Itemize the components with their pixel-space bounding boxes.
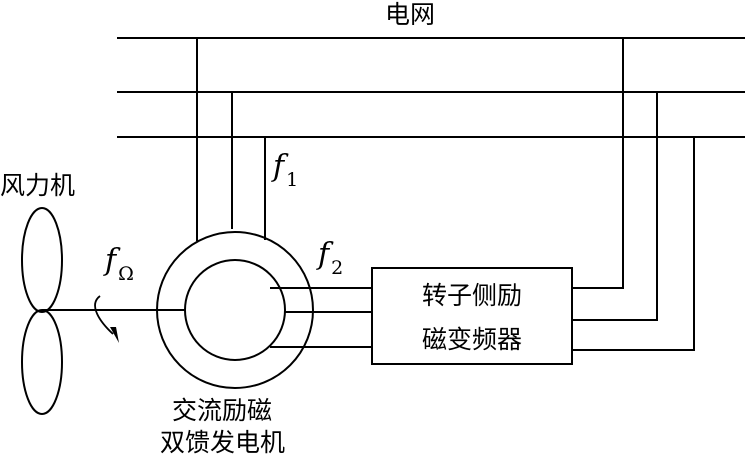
- turbine-label: 风力机: [0, 171, 76, 200]
- converter-grid-lead-2: [572, 92, 658, 321]
- converter-grid-lead-3: [572, 137, 695, 351]
- converter-grid-lead-1: [572, 38, 624, 289]
- generator-label-line1: 交流励磁: [172, 396, 273, 425]
- stator-frequency-subscript: 1: [286, 169, 299, 191]
- generator-rotor: [184, 259, 286, 361]
- shaft-frequency-subscript: Ω: [118, 263, 134, 285]
- stator-frequency-symbol: f: [273, 149, 285, 184]
- rotation-arrowhead: [110, 327, 119, 343]
- converter-label-line1: 转子侧励: [421, 281, 522, 310]
- shaft-frequency-symbol: f: [105, 243, 117, 278]
- grid-label: 电网: [385, 0, 436, 29]
- rotor-frequency-subscript: 2: [331, 257, 344, 279]
- rotation-arrow: [94, 295, 114, 335]
- converter-box: [371, 267, 573, 365]
- generator-label-line2: 双馈发电机: [160, 428, 286, 457]
- turbine-blade-lower: [21, 309, 63, 415]
- rotor-frequency-symbol: f: [318, 237, 330, 272]
- turbine-blade-upper: [21, 207, 63, 313]
- converter-label: 转子侧励 磁变频器: [372, 268, 572, 364]
- converter-label-line2: 磁变频器: [421, 325, 522, 354]
